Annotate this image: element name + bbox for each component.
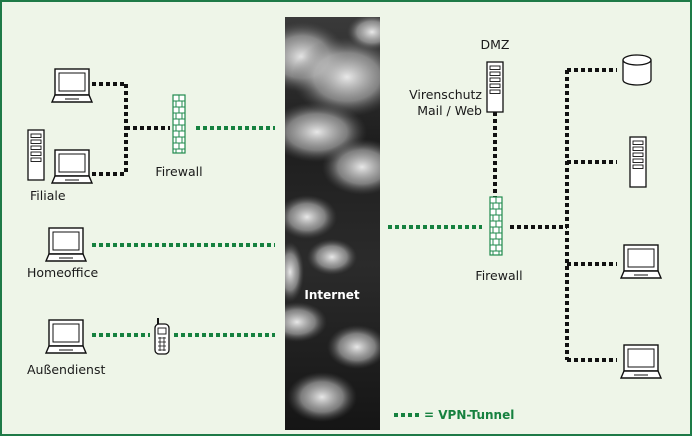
laptop-icon xyxy=(51,68,93,103)
legend: = VPN-Tunnel xyxy=(394,408,514,422)
laptop-icon xyxy=(620,244,662,279)
internet-label: Internet xyxy=(304,288,359,302)
firewall-left-label: Firewall xyxy=(155,164,202,179)
laptop-icon xyxy=(51,149,93,184)
server-tower-icon xyxy=(486,61,504,113)
firewall-icon xyxy=(489,196,503,256)
filiale-label: Filiale xyxy=(30,188,66,203)
firewall-right-label: Firewall xyxy=(475,268,522,283)
dmz-label: DMZ xyxy=(481,37,510,52)
legend-label: = VPN-Tunnel xyxy=(424,408,514,422)
laptop-icon xyxy=(620,344,662,379)
internet-cloud-image: Internet xyxy=(285,17,380,430)
server-tower-icon xyxy=(27,129,45,181)
server-tower-icon xyxy=(629,136,647,188)
homeoffice-label: Homeoffice xyxy=(27,265,99,280)
local-links xyxy=(92,68,617,362)
mail-web-label: Mail / Web xyxy=(417,103,482,118)
firewall-icon xyxy=(172,94,186,154)
network-diagram: Internet Filiale Firewall Homeoffice Auß… xyxy=(27,17,662,430)
vpn-tunnels xyxy=(92,126,482,337)
virenschutz-label: Virenschutz xyxy=(409,87,482,102)
mobile-phone-icon xyxy=(154,318,170,355)
aussendienst-label: Außendienst xyxy=(27,362,105,377)
laptop-icon xyxy=(45,227,87,262)
database-icon xyxy=(622,54,652,86)
laptop-icon xyxy=(45,319,87,354)
